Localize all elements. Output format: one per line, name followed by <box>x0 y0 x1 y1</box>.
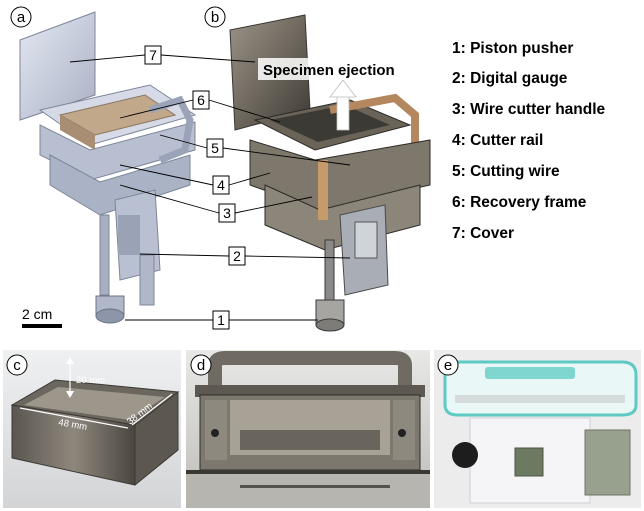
callout-leaders <box>69 54 351 321</box>
panel-label-e: e <box>444 357 452 374</box>
callout-2: 2 <box>228 246 246 266</box>
svg-text:4: 4 <box>217 177 225 193</box>
svg-text:a: a <box>17 9 26 26</box>
svg-text:2 cm: 2 cm <box>22 306 52 322</box>
ejection-arrow-head <box>329 79 357 98</box>
panel-label-c: c <box>13 357 21 374</box>
callout-6: 6 <box>192 90 210 110</box>
panel-e-photo: e <box>434 350 641 508</box>
legend-item-7: 7: Cover <box>452 225 514 242</box>
dim-height: 20 mm <box>76 375 105 386</box>
scale-bar: 2 cm <box>22 306 62 328</box>
ejection-label: Specimen ejection <box>263 62 395 79</box>
svg-text:2: 2 <box>233 248 241 264</box>
callout-4: 4 <box>212 175 230 195</box>
legend-item-3: 3: Wire cutter handle <box>452 101 606 118</box>
callout-3: 3 <box>218 203 236 223</box>
legend: 1: Piston pusher 2: Digital gauge 3: Wir… <box>452 40 606 242</box>
callout-1: 1 <box>212 310 230 330</box>
svg-text:b: b <box>211 9 219 26</box>
panel-c-photo: 20 mm 48 mm 38 mm c <box>3 350 181 508</box>
ejection-arrow-shaft <box>336 94 350 131</box>
panel-label-b: b <box>204 6 226 28</box>
legend-item-4: 4: Cutter rail <box>452 132 543 149</box>
svg-text:1: 1 <box>217 312 225 328</box>
svg-text:7: 7 <box>149 47 157 63</box>
svg-text:3: 3 <box>223 205 231 221</box>
panel-d-photo: d <box>186 350 430 508</box>
callout-7: 7 <box>144 45 162 65</box>
svg-text:5: 5 <box>211 140 219 156</box>
legend-item-6: 6: Recovery frame <box>452 194 587 211</box>
legend-item-2: 2: Digital gauge <box>452 70 568 87</box>
dim-width: 48 mm <box>57 417 88 433</box>
panel-label-a: a <box>10 6 32 28</box>
panel-label-d: d <box>197 357 205 374</box>
callout-5: 5 <box>206 138 224 158</box>
legend-item-1: 1: Piston pusher <box>452 40 573 57</box>
svg-text:6: 6 <box>197 92 205 108</box>
legend-item-5: 5: Cutting wire <box>452 163 560 180</box>
panel-b-photo: Specimen ejection <box>229 14 431 332</box>
